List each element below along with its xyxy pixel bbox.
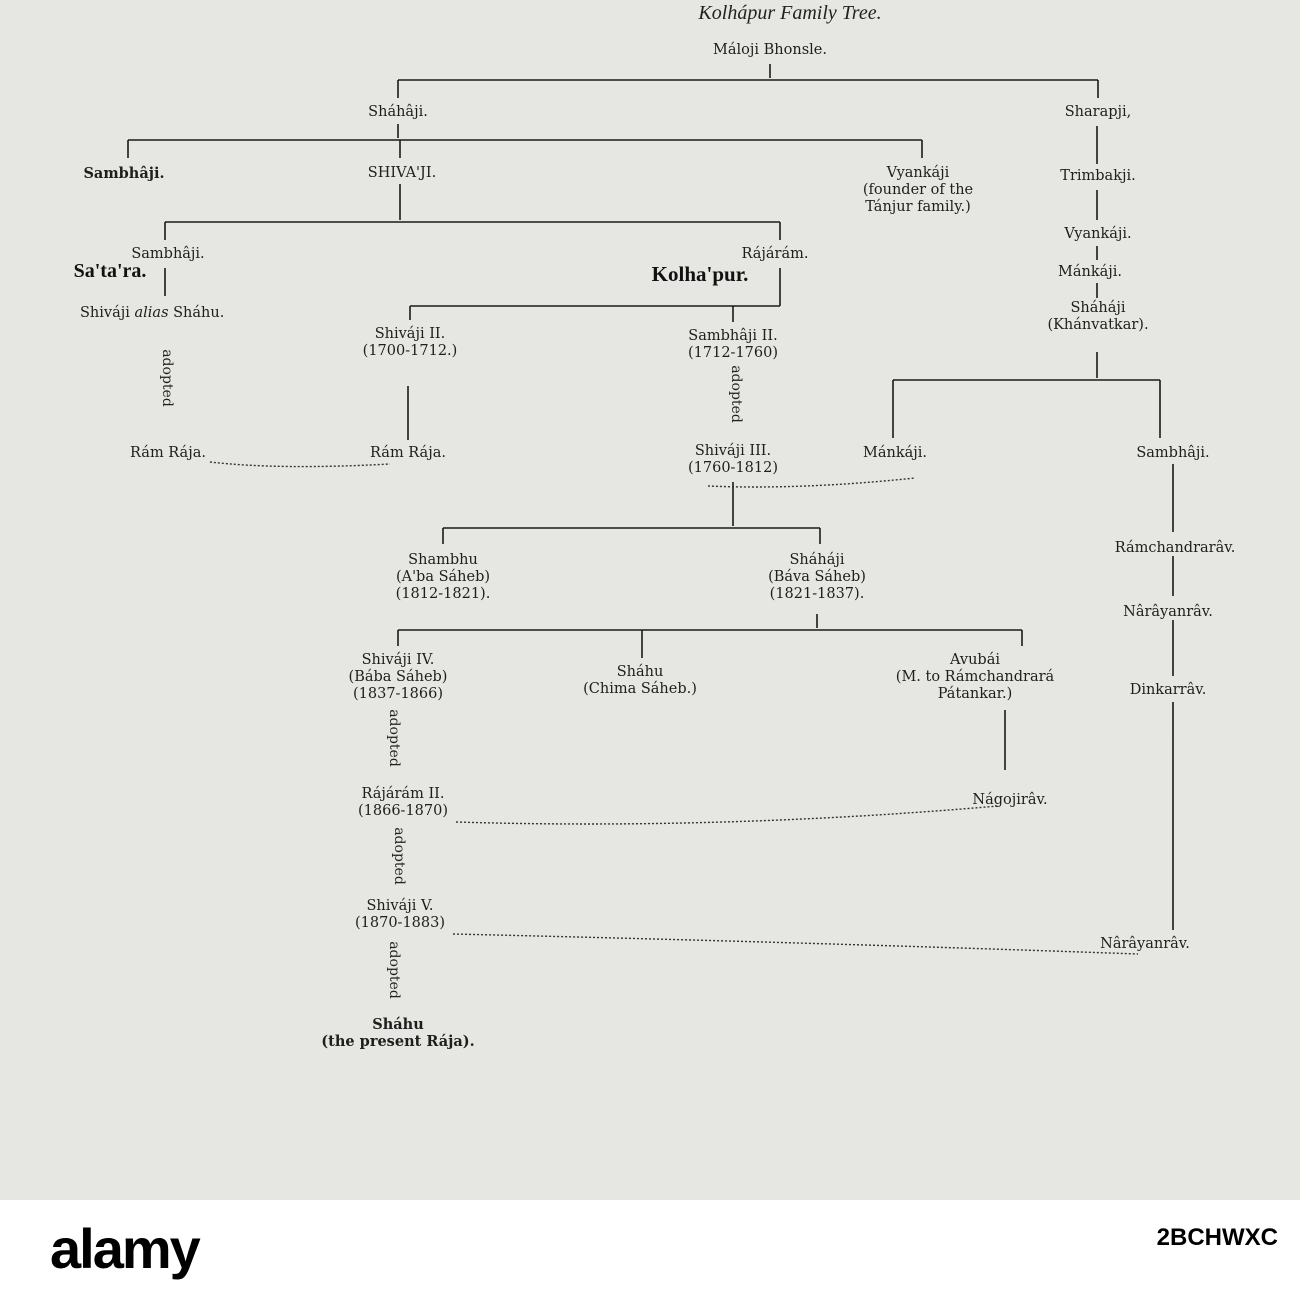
node-maloji: Máloji Bhonsle. [713, 42, 827, 58]
node-nagojirav: Nágojirâv. [972, 792, 1048, 808]
node-dinkarrav: Dinkarrâv. [1129, 682, 1207, 698]
node-trimbakji: Trimbakji. [1060, 168, 1136, 184]
family-tree-page: Kolhápur Family Tree. Máloji Bhonsle. Sh… [73, 2, 1236, 1050]
node-narayanrav-2: Nârâyanrâv. [1100, 936, 1190, 952]
adopted-label-5: adopted [385, 941, 402, 999]
branch-kolhapur: Kolha'pur. [651, 262, 749, 286]
node-shivaji-alias-shahu: Shiváji alias Sháhu. [80, 305, 224, 322]
node-vyankaji-1: Vyankáji (founder of the Tánjur family.) [862, 165, 974, 215]
node-shahaji: Sháhâji. [368, 104, 428, 120]
node-rajaram-2: Rájárám II. (1866-1870) [357, 786, 449, 819]
node-shivaji-3: Shiváji III. (1760-1812) [687, 443, 779, 476]
node-ram-raja-2: Rám Rája. [370, 445, 446, 461]
node-mankaji-1: Mánkáji. [1057, 264, 1123, 280]
node-shivaji-4: Shiváji IV. (Bába Sáheb) (1837-1866) [348, 652, 448, 702]
diagram-title: Kolhápur Family Tree. [698, 2, 882, 24]
node-ram-raja-1: Rám Rája. [130, 445, 206, 461]
alamy-logo: alamy [50, 1217, 201, 1280]
node-sambhaji-2: Sambhâji. [131, 246, 205, 262]
shivaji-shahu-suffix: Sháhu. [168, 305, 225, 321]
node-shivaji-2: Shiváji II. (1700-1712.) [362, 326, 458, 359]
node-ramchandrarav: Rámchandrarâv. [1114, 540, 1236, 556]
node-shivaji: SHIVA'JI. [367, 165, 437, 181]
tree-connectors [127, 64, 1174, 955]
node-sambhaji-1: Sambhâji. [83, 165, 165, 182]
adopted-label-3: adopted [385, 709, 402, 767]
node-shahaji-bava: Sháháji (Báva Sáheb) (1821-1837). [768, 552, 866, 602]
node-sambhaji-3: Sambhâji II. (1712-1760) [687, 328, 779, 361]
adopted-label-1: adopted [158, 349, 175, 407]
node-rajaram: Rájárám. [741, 246, 809, 262]
node-shambhu: Shambhu (A'ba Sáheb) (1812-1821). [395, 552, 491, 602]
node-avubai: Avubái (M. to Rámchandrará Pátankar.) [895, 652, 1055, 702]
adopted-label-2: adopted [727, 365, 744, 423]
stock-footer: alamy 2BCHWXC [0, 1200, 1300, 1292]
shivaji-shahu-name: Shiváji [80, 305, 135, 321]
node-shahu-present: Sháhu (the present Rája). [321, 1016, 475, 1050]
node-sharapji: Sharapji, [1064, 104, 1132, 120]
node-shahu-chima: Sháhu (Chima Sáheb.) [583, 664, 697, 697]
node-shivaji-5: Shiváji V. (1870-1883) [354, 898, 446, 931]
image-code: 2BCHWXC [1156, 1224, 1278, 1251]
node-sambhaji-4: Sambhâji. [1136, 445, 1210, 461]
node-mankaji-2: Mánkáji. [862, 445, 928, 461]
node-vyankaji-2: Vyankáji. [1064, 226, 1132, 242]
node-shahaji-khanvatkar: Sháháji (Khánvatkar). [1047, 300, 1149, 333]
alias-word: alias [134, 305, 169, 321]
adopted-label-4: adopted [390, 827, 407, 885]
branch-satara: Sa'ta'ra. [73, 260, 147, 282]
node-narayanrav-1: Nârâyanrâv. [1123, 604, 1213, 620]
